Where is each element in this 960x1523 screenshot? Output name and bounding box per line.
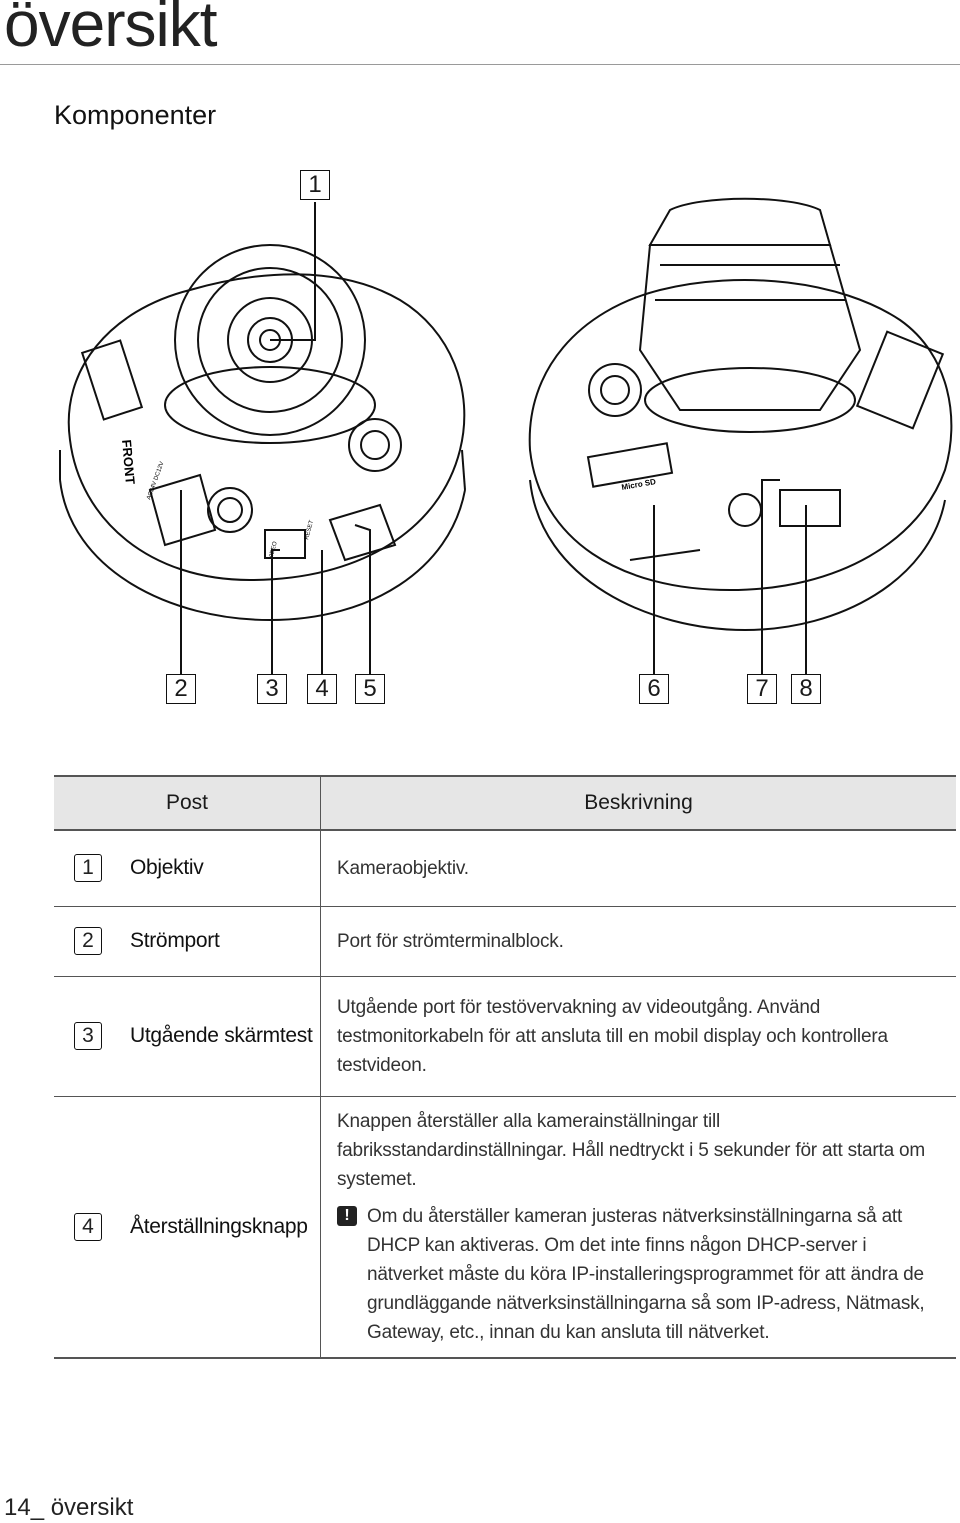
component-name: Utgående skärmtest bbox=[130, 1024, 313, 1047]
page-footer: 14_ översikt bbox=[4, 1494, 134, 1521]
power-label: AC24V DC12V bbox=[146, 461, 165, 501]
table-row: 3 Utgående skärmtest Utgående port för t… bbox=[54, 976, 956, 1097]
table-row: 2 Strömport Port för strömterminalblock. bbox=[54, 906, 956, 977]
component-description: Knappen återställer alla kamerainställni… bbox=[337, 1110, 926, 1190]
warning-text: Om du återställer kameran justeras nätve… bbox=[367, 1205, 925, 1343]
post-cell: 3 Utgående skärmtest bbox=[54, 976, 321, 1097]
microsd-label: Micro SD bbox=[621, 477, 657, 492]
header-post: Post bbox=[54, 775, 321, 831]
callout-6: 6 bbox=[639, 674, 669, 704]
table-row: 1 Objektiv Kameraobjektiv. bbox=[54, 830, 956, 907]
table-row: 4 Återställningsknapp Knappen återställe… bbox=[54, 1096, 956, 1359]
chapter-title: översikt bbox=[4, 0, 217, 60]
front-label: FRONT bbox=[119, 439, 138, 485]
callout-8: 8 bbox=[791, 674, 821, 704]
camera-illustration: FRONT Micro SD RESET AC24V DC12V VIDEO bbox=[59, 197, 953, 674]
component-description: Kameraobjektiv. bbox=[320, 830, 956, 907]
row-number-badge: 4 bbox=[74, 1212, 102, 1241]
post-cell: 1 Objektiv bbox=[54, 830, 321, 907]
row-number-badge: 3 bbox=[74, 1022, 102, 1050]
component-description-cell: Knappen återställer alla kamerainställni… bbox=[320, 1096, 956, 1359]
reset-label: RESET bbox=[304, 519, 315, 540]
component-name: Återställningsknapp bbox=[130, 1214, 308, 1238]
header-description: Beskrivning bbox=[320, 775, 956, 831]
callout-5: 5 bbox=[355, 674, 385, 704]
camera-components-figure: FRONT Micro SD RESET AC24V DC12V VIDEO 1… bbox=[0, 150, 960, 730]
section-title: Komponenter bbox=[54, 100, 217, 130]
warning-note: ! Om du återställer kameran justeras nät… bbox=[337, 1202, 946, 1347]
components-table: Post Beskrivning 1 Objektiv Kameraobjekt… bbox=[54, 775, 956, 1359]
post-cell: 4 Återställningsknapp bbox=[54, 1096, 321, 1359]
callout-4: 4 bbox=[307, 674, 337, 704]
post-cell: 2 Strömport bbox=[54, 906, 321, 977]
component-description: Port för strömterminalblock. bbox=[320, 906, 956, 977]
warning-icon: ! bbox=[337, 1205, 357, 1226]
header-rule bbox=[0, 64, 960, 65]
row-number-badge: 1 bbox=[74, 854, 102, 883]
callout-1: 1 bbox=[300, 170, 330, 200]
component-name: Objektiv bbox=[130, 856, 204, 880]
component-name: Strömport bbox=[130, 929, 220, 952]
component-description: Utgående port för testövervakning av vid… bbox=[320, 976, 956, 1097]
callout-7: 7 bbox=[747, 674, 777, 704]
table-header-row: Post Beskrivning bbox=[54, 775, 956, 831]
row-number-badge: 2 bbox=[74, 927, 102, 955]
callout-3: 3 bbox=[257, 674, 287, 704]
callout-2: 2 bbox=[166, 674, 196, 704]
